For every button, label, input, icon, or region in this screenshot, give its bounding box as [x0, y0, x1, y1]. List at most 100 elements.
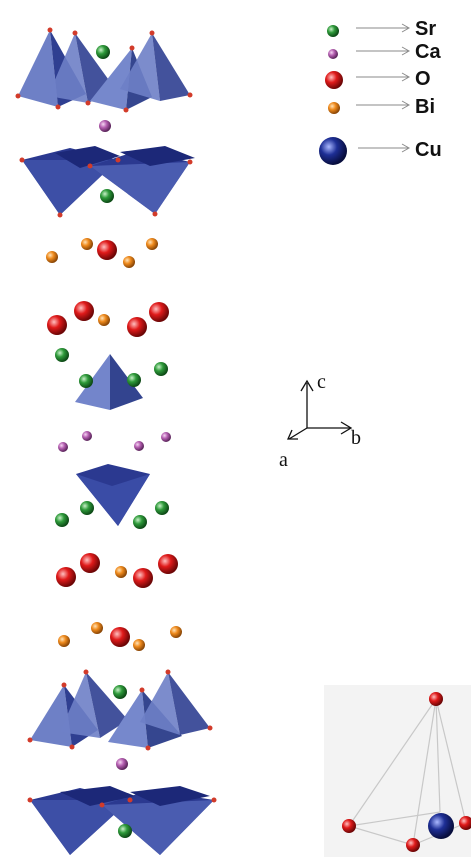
o-atom — [406, 838, 420, 852]
o-atom — [47, 315, 67, 335]
legend-label-ca: Ca — [415, 41, 441, 63]
pyramid-face — [86, 672, 128, 738]
bi-atom — [58, 635, 70, 647]
legend-label-sr: Sr — [415, 18, 436, 40]
bond-line — [348, 825, 414, 846]
pyramid-face — [60, 672, 100, 738]
o-atom — [158, 554, 178, 574]
sr-atom — [79, 374, 93, 388]
a-axis-line — [288, 427, 308, 440]
sr-atom — [118, 824, 132, 838]
pyramid-face — [102, 800, 214, 855]
crystal-structure — [15, 27, 217, 855]
ca-atom — [99, 120, 111, 132]
o-atom — [145, 745, 151, 751]
legend-item-bi: Bi — [328, 96, 435, 118]
inverted-pyramid-layer — [19, 146, 195, 218]
o-atom — [459, 816, 471, 830]
o-atom — [27, 737, 33, 743]
ca-atom — [161, 432, 171, 442]
pyramid-face — [120, 146, 195, 166]
pyramid-face — [55, 146, 120, 168]
pyramid-face — [152, 33, 190, 101]
top-pyramid-layer — [15, 27, 193, 113]
bottom-pyramid-layer-down — [27, 786, 217, 855]
pyramid-face — [90, 48, 132, 110]
o-atom — [69, 744, 75, 750]
cu-atom — [428, 813, 454, 839]
ca-atom — [82, 431, 92, 441]
o-atom — [342, 819, 356, 833]
o-atom — [74, 301, 94, 321]
legend-label-cu: Cu — [415, 139, 442, 161]
o-atom — [15, 93, 21, 99]
sr-atom — [80, 501, 94, 515]
pyramid-face — [130, 786, 210, 806]
pyramid-face — [18, 30, 58, 107]
sr-atom — [155, 501, 169, 515]
o-atom — [27, 797, 33, 803]
o-atom — [149, 30, 155, 36]
bio-layer-2-upper — [56, 553, 178, 588]
sr-atom — [100, 189, 114, 203]
o-atom — [139, 687, 145, 693]
legend-item-ca: Ca — [328, 41, 441, 63]
o-atom — [429, 692, 443, 706]
cuo5-pyramid-inset — [324, 685, 471, 857]
o-atom — [187, 92, 193, 98]
legend-arrowhead-icon — [401, 23, 411, 33]
legend-item-sr: Sr — [327, 18, 436, 40]
o-atom — [57, 212, 63, 218]
a-axis-arrowhead-icon — [286, 429, 298, 440]
bond-line — [435, 698, 467, 824]
o-atom — [97, 240, 117, 260]
o-atom — [129, 45, 135, 51]
ca-atom — [134, 441, 144, 451]
legend-label-o: O — [415, 68, 431, 90]
ca-layer — [58, 431, 171, 452]
o-atom — [61, 682, 67, 688]
bi-atom — [91, 622, 103, 634]
pyramid-face — [60, 786, 135, 806]
o-atom — [56, 567, 76, 587]
bi-atom-icon — [328, 102, 340, 114]
middle-pyramid-down — [55, 464, 169, 529]
o-atom — [19, 157, 25, 163]
o-atom — [87, 163, 93, 169]
c-axis-label: c — [317, 371, 326, 393]
o-atom — [127, 797, 133, 803]
bi-atom — [115, 566, 127, 578]
pyramid-face — [108, 690, 148, 748]
o-atom — [127, 317, 147, 337]
legend-item-cu: Cu — [319, 137, 442, 165]
o-atom — [115, 157, 121, 163]
legend-label-bi: Bi — [415, 96, 435, 118]
bi-atom — [98, 314, 110, 326]
pyramid-face — [76, 474, 150, 526]
bottom-pyramid-layer-up — [27, 669, 213, 751]
bi-atom — [170, 626, 182, 638]
axes-indicator: c b a — [279, 371, 361, 471]
bi-atom — [146, 238, 158, 250]
a-axis-label: a — [279, 449, 288, 471]
legend: Sr Ca O Bi Cu — [319, 18, 442, 165]
o-atom — [187, 159, 193, 165]
bi-atom — [123, 256, 135, 268]
pyramid-face — [30, 800, 130, 855]
pyramid-face — [90, 162, 190, 214]
ca-atom-icon — [328, 49, 338, 59]
o-atom — [47, 27, 53, 33]
pyramid-face — [110, 354, 143, 410]
legend-arrowhead-icon — [401, 72, 411, 82]
pyramid-face — [168, 672, 210, 735]
pyramid-face — [48, 33, 88, 103]
bi-atom — [81, 238, 93, 250]
bio-layer-lower — [47, 301, 169, 337]
ca-atom — [116, 758, 128, 770]
b-axis-label: b — [351, 427, 361, 449]
legend-arrowhead-icon — [401, 143, 411, 153]
sr-atom-icon — [327, 25, 339, 37]
bond-line — [348, 811, 441, 827]
middle-pyramid-up — [55, 348, 168, 410]
